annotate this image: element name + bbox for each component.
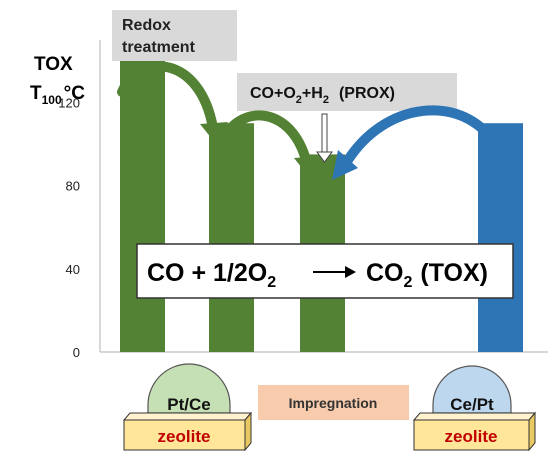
prox-down-arrow-shaft bbox=[321, 113, 328, 153]
y-axis-label-t: T bbox=[30, 83, 42, 104]
tox-tag: (TOX) bbox=[420, 259, 488, 287]
tox-reaction-left: CO + 1/2O2 bbox=[147, 259, 276, 291]
impregnation-box bbox=[258, 385, 409, 420]
prox-h: +H bbox=[302, 85, 323, 102]
redox-label-line1: Redox bbox=[122, 17, 171, 34]
left-catalyst-dome bbox=[147, 363, 231, 414]
prox-label: CO+O2+H2(PROX) bbox=[250, 85, 395, 106]
blue-curved-arrow-icon bbox=[343, 105, 502, 165]
reaction-arrowhead bbox=[345, 266, 356, 278]
right-catalyst-label: Ce/Pt bbox=[450, 395, 494, 414]
right-support-top bbox=[412, 412, 537, 421]
redox-curved-arrow-icon-2 bbox=[217, 110, 311, 165]
prox-co-o: CO+O bbox=[250, 85, 296, 102]
prox-down-arrow-icon bbox=[316, 151, 333, 163]
y-tick-label-1: 40 bbox=[66, 262, 80, 277]
y-ticks: 0 40 80 120 bbox=[58, 95, 80, 360]
y-axis-label-temp: T100°C bbox=[30, 83, 85, 107]
redox-label-line2: treatment bbox=[122, 39, 196, 56]
left-support-box bbox=[123, 419, 246, 451]
prox-label-box bbox=[237, 73, 457, 111]
redox-label-box bbox=[112, 10, 237, 61]
redox-arrowhead-1 bbox=[200, 122, 228, 144]
tox-sub-o2: 2 bbox=[267, 274, 276, 291]
tox-co2: CO bbox=[366, 259, 404, 287]
impregnation-label: Impregnation bbox=[289, 395, 378, 411]
redox-curved-arrow-icon-1 bbox=[117, 61, 218, 133]
tox-sub-co2: 2 bbox=[404, 274, 413, 291]
left-catalyst-label: Pt/Ce bbox=[167, 395, 210, 414]
tox-co-half: CO + 1/2O bbox=[147, 259, 267, 287]
bar-1 bbox=[209, 123, 254, 352]
y-axis-label-sub: 100 bbox=[42, 93, 62, 107]
bar-3 bbox=[478, 123, 523, 352]
y-axis-label-tox: TOX bbox=[34, 54, 73, 75]
prox-sub-2b: 2 bbox=[323, 94, 329, 106]
prox-sub-2a: 2 bbox=[296, 94, 302, 106]
y-tick-label-0: 0 bbox=[73, 345, 80, 360]
blue-arrowhead bbox=[332, 150, 358, 180]
bar-0 bbox=[120, 60, 165, 353]
left-support-label: zeolite bbox=[158, 427, 211, 446]
y-tick-label-3: 120 bbox=[58, 95, 80, 110]
y-axis-label-unit: °C bbox=[64, 83, 86, 104]
right-support-side bbox=[528, 411, 536, 452]
left-support-top bbox=[122, 412, 253, 421]
redox-arrowhead-2 bbox=[294, 156, 322, 178]
right-support-label: zeolite bbox=[445, 427, 498, 446]
right-catalyst-dome bbox=[432, 365, 512, 414]
y-tick-label-2: 80 bbox=[66, 179, 80, 194]
left-support-side bbox=[244, 411, 252, 452]
tox-reaction-right: CO2 (TOX) bbox=[366, 259, 488, 291]
prox-tag: (PROX) bbox=[339, 85, 395, 102]
